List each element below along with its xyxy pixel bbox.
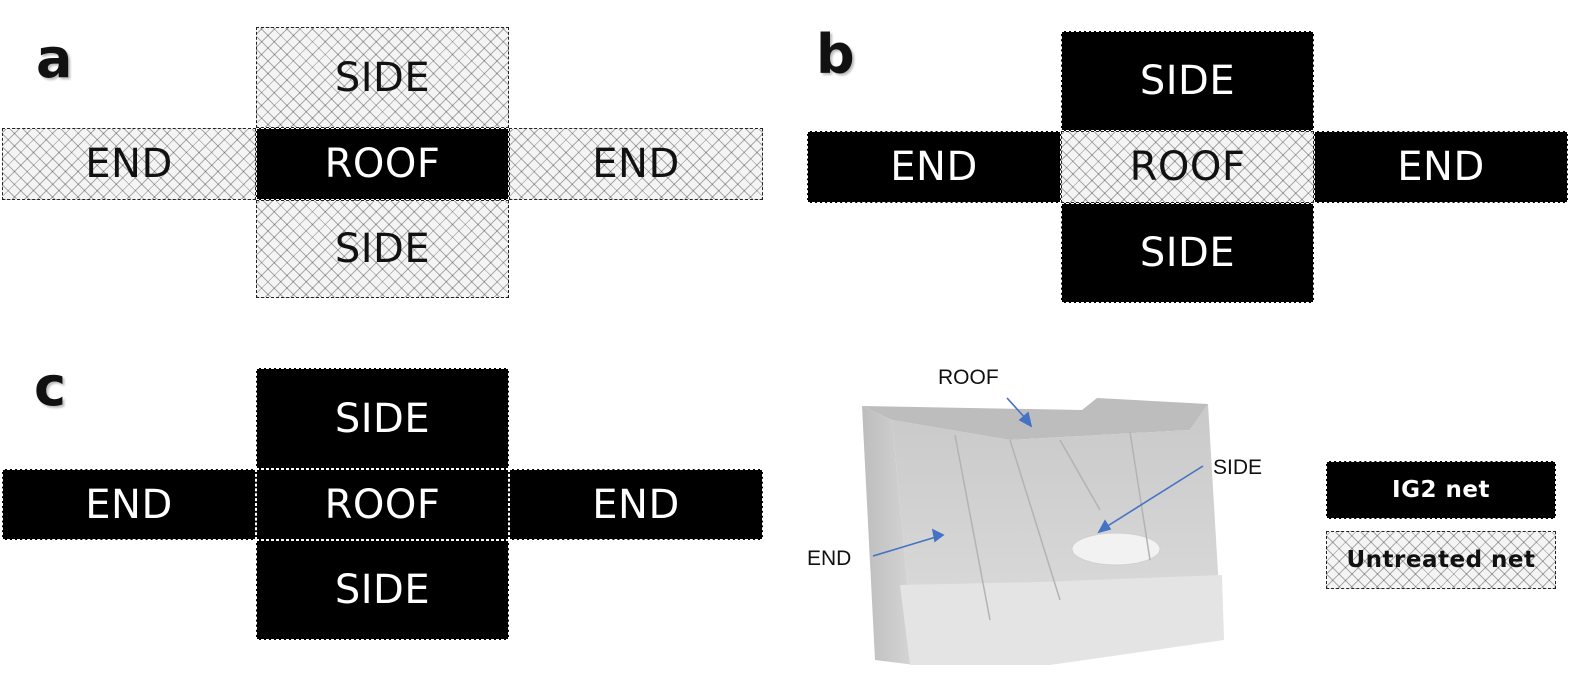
photo-label-end: END [807, 547, 852, 570]
panel-b-side-bottom: SIDE [1061, 203, 1314, 303]
panel-letter-b: b [816, 23, 855, 86]
panel-a-end-left: END [2, 128, 256, 200]
net-fold-lines [954, 431, 1151, 621]
panel-letter-a: a [36, 27, 73, 90]
panel-letter-c: c [34, 355, 67, 418]
panel-b-end-right: END [1314, 131, 1568, 203]
pillow-shape [1071, 532, 1161, 566]
callout-arrows [872, 397, 1204, 557]
panel-c-end-left: END [2, 469, 256, 540]
panel-b-roof: ROOF [1061, 131, 1314, 203]
panel-a-side-top: SIDE [256, 27, 509, 128]
legend-ig2-net: IG2 net [1326, 461, 1556, 519]
panel-a-side-bottom: SIDE [256, 200, 509, 298]
legend-untreated-net: Untreated net [1326, 531, 1556, 589]
net-end-face [862, 406, 915, 665]
bed-net-illustration [862, 397, 1224, 665]
panel-c-roof: ROOF [256, 469, 509, 540]
photo-label-roof: ROOF [938, 366, 999, 389]
panel-c-end-right: END [509, 469, 763, 540]
panel-a-roof: ROOF [256, 128, 509, 200]
panel-b-side-top: SIDE [1061, 31, 1314, 131]
mattress-shape [900, 575, 1224, 665]
panel-a-end-right: END [509, 128, 763, 200]
net-roof-shape [862, 398, 1208, 440]
photo-label-side: SIDE [1213, 456, 1263, 479]
panel-c-side-top: SIDE [256, 368, 509, 469]
panel-b-end-left: END [807, 131, 1061, 203]
panel-c-side-bottom: SIDE [256, 540, 509, 640]
